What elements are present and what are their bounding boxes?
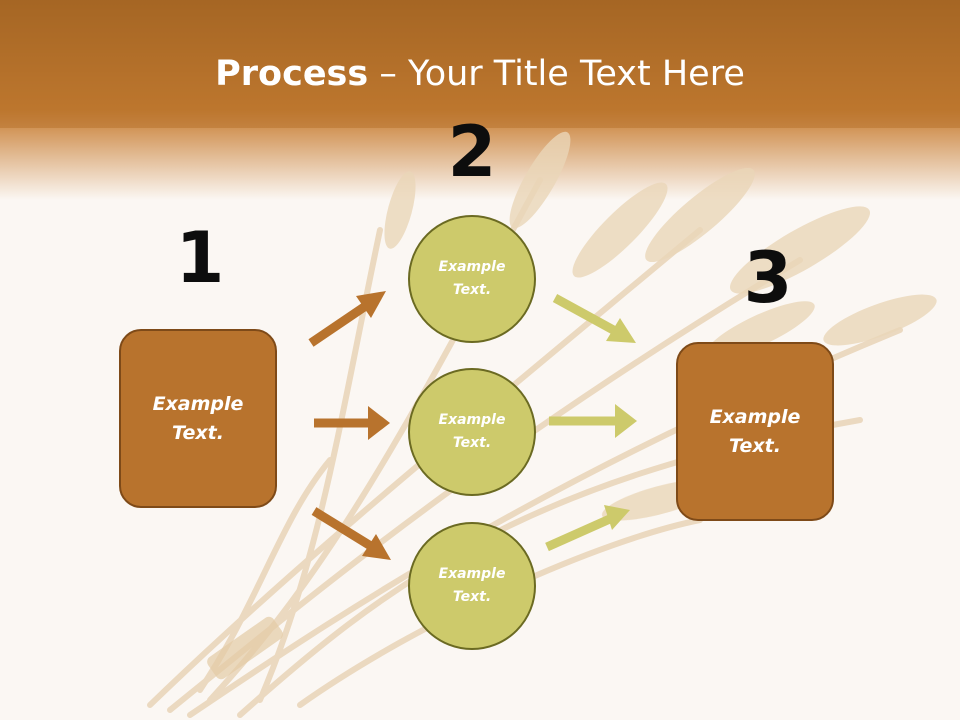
step-1-box: Example Text. [119,329,277,508]
step-2-circle-1: Example Text. [408,215,536,343]
step-3-box: Example Text. [676,342,834,521]
step-1-text: Example Text. [152,392,244,444]
title-bold-part: Process [215,54,369,94]
step-2-circle-1-text: Example Text. [438,259,506,298]
slide-title: Process – Your Title Text Here [0,52,960,96]
step-number-1: 1 [175,217,225,299]
step-number-2: 2 [447,111,497,193]
step-2-circle-3: Example Text. [408,522,536,650]
step-2-circle-2: Example Text. [408,368,536,496]
step-2-circle-3-text: Example Text. [438,566,506,605]
step-number-3: 3 [743,237,793,319]
step-3-text: Example Text. [709,405,801,457]
title-rest: – Your Title Text Here [368,54,745,94]
step-2-circle-2-text: Example Text. [438,412,506,451]
